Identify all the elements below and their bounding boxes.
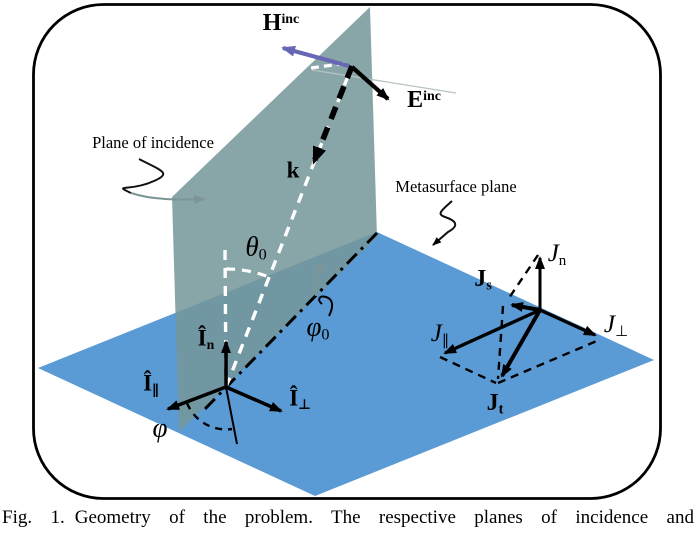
jt-to-jperp-dashed-line bbox=[497, 338, 600, 385]
phi0-gray-arc-arrow-icon bbox=[314, 261, 326, 297]
metasurface-plane-pointer-arrow-icon bbox=[432, 200, 457, 246]
k-label: k bbox=[286, 157, 300, 183]
phi0-label: φ0 bbox=[306, 311, 330, 344]
plane-intersection-dashdot-line bbox=[201, 231, 379, 413]
j-perp-vector-arrow bbox=[539, 308, 597, 337]
theta0-angle-arc bbox=[225, 267, 270, 279]
j-s-vector-arrow bbox=[510, 302, 541, 312]
metasurface-plane-surface bbox=[38, 232, 654, 496]
incidence-plane-surface bbox=[172, 7, 377, 432]
plane-of-incidence-pointer-arrow-icon bbox=[130, 192, 206, 204]
j-t-vector-arrow bbox=[500, 309, 542, 378]
figure-caption: Fig. 1. Geometry of the problem. The resp… bbox=[2, 507, 694, 529]
i-perp-label: Î⊥ bbox=[289, 385, 311, 412]
j-s-label: Js bbox=[474, 266, 492, 294]
metasurface-plane-label: Metasurface plane bbox=[395, 176, 517, 196]
h-inc-label: Hinc bbox=[262, 10, 300, 36]
phi0-squiggle bbox=[318, 295, 334, 317]
plane-of-incidence-label: Plane of incidence bbox=[92, 132, 214, 152]
i-n-label: În bbox=[197, 325, 215, 352]
e-inc-vector-arrow bbox=[350, 65, 390, 101]
j-parallel-vector-arrow bbox=[443, 308, 541, 355]
j-perp-label: J⊥ bbox=[603, 311, 629, 340]
theta0-label: θ0 bbox=[245, 231, 267, 264]
plane-of-incidence-squiggle bbox=[122, 158, 165, 194]
i-parallel-label: Î∥ bbox=[143, 370, 159, 397]
j-parallel-label: J∥ bbox=[430, 320, 450, 349]
j-t-label: Jt bbox=[486, 390, 504, 418]
figure-caption-number: Fig. 1. bbox=[2, 507, 65, 528]
i-parallel-unit-vector-arrow bbox=[166, 385, 227, 411]
phi-label: φ bbox=[152, 412, 168, 443]
figure-caption-text: Geometry of the problem. The respective … bbox=[74, 507, 694, 528]
jpar-to-jt-dashed-line bbox=[439, 355, 497, 385]
figure-border bbox=[32, 3, 662, 500]
jn-to-js-dashed-line bbox=[506, 254, 539, 302]
phi-reference-line bbox=[225, 386, 238, 445]
h-inc-vector-arrow bbox=[281, 45, 350, 69]
phi-angle-arc bbox=[185, 402, 233, 431]
i-perp-unit-vector-arrow bbox=[225, 385, 283, 413]
incident-ray-dashed-line bbox=[224, 65, 354, 388]
e-inc-label: Einc bbox=[407, 87, 441, 113]
k-vector-arrow bbox=[311, 64, 355, 165]
figure-1: Plane of incidence Metasurface plane Hin… bbox=[32, 3, 662, 500]
figure-canvas bbox=[32, 3, 662, 500]
faint-construction-line bbox=[311, 69, 457, 94]
js-to-jt-dashed-line bbox=[496, 305, 505, 380]
j-n-label: Jn bbox=[547, 240, 567, 269]
